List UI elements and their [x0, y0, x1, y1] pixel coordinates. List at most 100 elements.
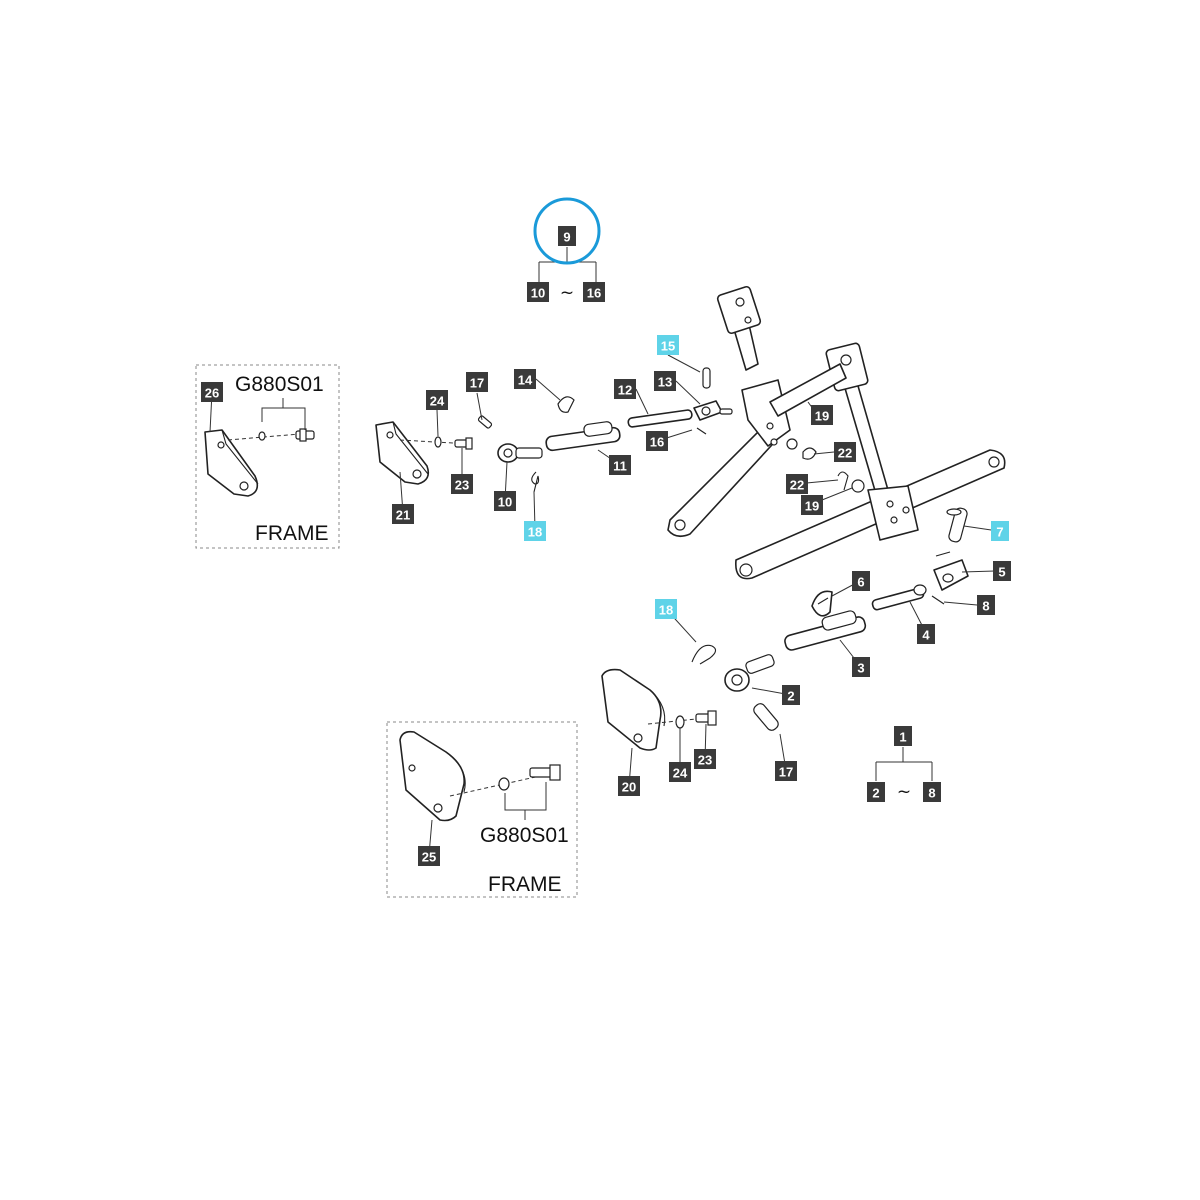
callout-badge-19: 19 [811, 405, 833, 425]
clip-part-18-lower [691, 644, 717, 665]
callout-badge-10: 10 [527, 282, 549, 302]
bolt-part-23-upper [454, 437, 473, 450]
callout-number: 23 [698, 753, 712, 768]
pin-part-17-upper [477, 415, 493, 429]
callout-box [614, 379, 636, 399]
callout-box [894, 726, 912, 746]
bracket-part-20 [601, 668, 666, 751]
callout-box [917, 624, 935, 644]
callout-badge-23: 23 [451, 474, 473, 494]
frame-box-left [195, 364, 340, 549]
highlight-ring [533, 197, 601, 265]
yoke-part-13 [693, 400, 733, 421]
frame-label-left: FRAME [255, 522, 329, 545]
callout-badge-22: 22 [834, 442, 856, 462]
callout-box [466, 372, 488, 392]
pin-part-15 [702, 367, 711, 389]
callout-number: 19 [805, 499, 819, 514]
callout-badge-7: 7 [991, 521, 1009, 541]
hitch-assembly [667, 285, 1006, 580]
pin-part-17-lower [753, 703, 779, 731]
callout-box [418, 846, 440, 866]
clip-part-6 [811, 590, 833, 617]
callout-number: 17 [470, 376, 484, 391]
ball-joint-part-2 [724, 654, 775, 692]
callout-box [867, 782, 885, 802]
bracket-part-21 [375, 421, 430, 485]
washer-part-19-upper [786, 438, 798, 450]
callout-box [993, 561, 1011, 581]
callout-box [834, 442, 856, 462]
callout-number: 25 [422, 850, 436, 865]
callout-box [426, 390, 448, 410]
callout-box [201, 382, 223, 402]
callout-badge-17: 17 [775, 761, 797, 781]
callout-badge-17: 17 [466, 372, 488, 392]
callout-box [801, 495, 823, 515]
callout-box [782, 685, 800, 705]
callout-box [558, 226, 576, 246]
callout-box [451, 474, 473, 494]
callout-badge-23: 23 [694, 749, 716, 769]
range-bracket-bottom: ~ [875, 747, 933, 802]
rod-part-4 [871, 584, 927, 611]
range-tilde-top: ~ [560, 283, 574, 303]
callout-box [811, 405, 833, 425]
callout-number: 12 [618, 383, 632, 398]
code-label-right: G880S01 [480, 824, 569, 847]
leader-code-right [504, 782, 547, 820]
callout-box [775, 761, 797, 781]
callout-box [852, 657, 870, 677]
callout-number: 18 [528, 525, 542, 540]
callout-number: 24 [430, 394, 445, 409]
callout-box [977, 595, 995, 615]
callout-badge-18: 18 [524, 521, 546, 541]
callout-number: 9 [563, 230, 570, 245]
callout-number: 8 [928, 786, 935, 801]
rod-part-12 [627, 409, 693, 428]
bolt-left-frame [295, 428, 315, 442]
callout-box [657, 335, 679, 355]
callout-number: 11 [613, 459, 627, 474]
callout-badge-21: 21 [392, 504, 414, 524]
washer-part-24-lower [675, 715, 685, 729]
turnbuckle-part-11 [545, 421, 621, 452]
callout-number: 13 [658, 375, 672, 390]
callout-box [655, 599, 677, 619]
callout-number: 17 [779, 765, 793, 780]
callout-box [392, 504, 414, 524]
callout-box [669, 762, 691, 782]
callout-badge-16: 16 [583, 282, 605, 302]
washer-left-frame [258, 431, 266, 441]
callout-number: 22 [790, 478, 804, 493]
callout-badge-8: 8 [923, 782, 941, 802]
callout-badge-10: 10 [494, 491, 516, 511]
range-tilde-bottom: ~ [897, 782, 911, 802]
callout-badge-25: 25 [418, 846, 440, 866]
callout-badge-19: 19 [801, 495, 823, 515]
callout-number: 26 [205, 386, 219, 401]
callout-number: 19 [815, 409, 829, 424]
callout-number: 8 [982, 599, 989, 614]
washer-right-frame [498, 777, 510, 791]
callout-number: 2 [872, 786, 879, 801]
callout-number: 14 [518, 373, 533, 388]
callout-box [923, 782, 941, 802]
bracket-part-26 [204, 429, 259, 497]
cotter-part-22-lower [837, 471, 849, 491]
frame-box-right [386, 721, 578, 898]
callout-badge-8: 8 [977, 595, 995, 615]
cotter-part-16-upper [696, 427, 707, 435]
callout-badge-18: 18 [655, 599, 677, 619]
callout-box [991, 521, 1009, 541]
callout-number: 4 [922, 628, 930, 643]
callout-badge-6: 6 [852, 571, 870, 591]
callout-number: 16 [587, 286, 601, 301]
callout-number: 10 [498, 495, 512, 510]
callout-number: 22 [838, 446, 852, 461]
callout-box [609, 455, 631, 475]
callout-badge-4: 4 [917, 624, 935, 644]
callout-box [646, 431, 668, 451]
clip-part-14 [557, 396, 575, 413]
leader-code-left [261, 398, 306, 430]
